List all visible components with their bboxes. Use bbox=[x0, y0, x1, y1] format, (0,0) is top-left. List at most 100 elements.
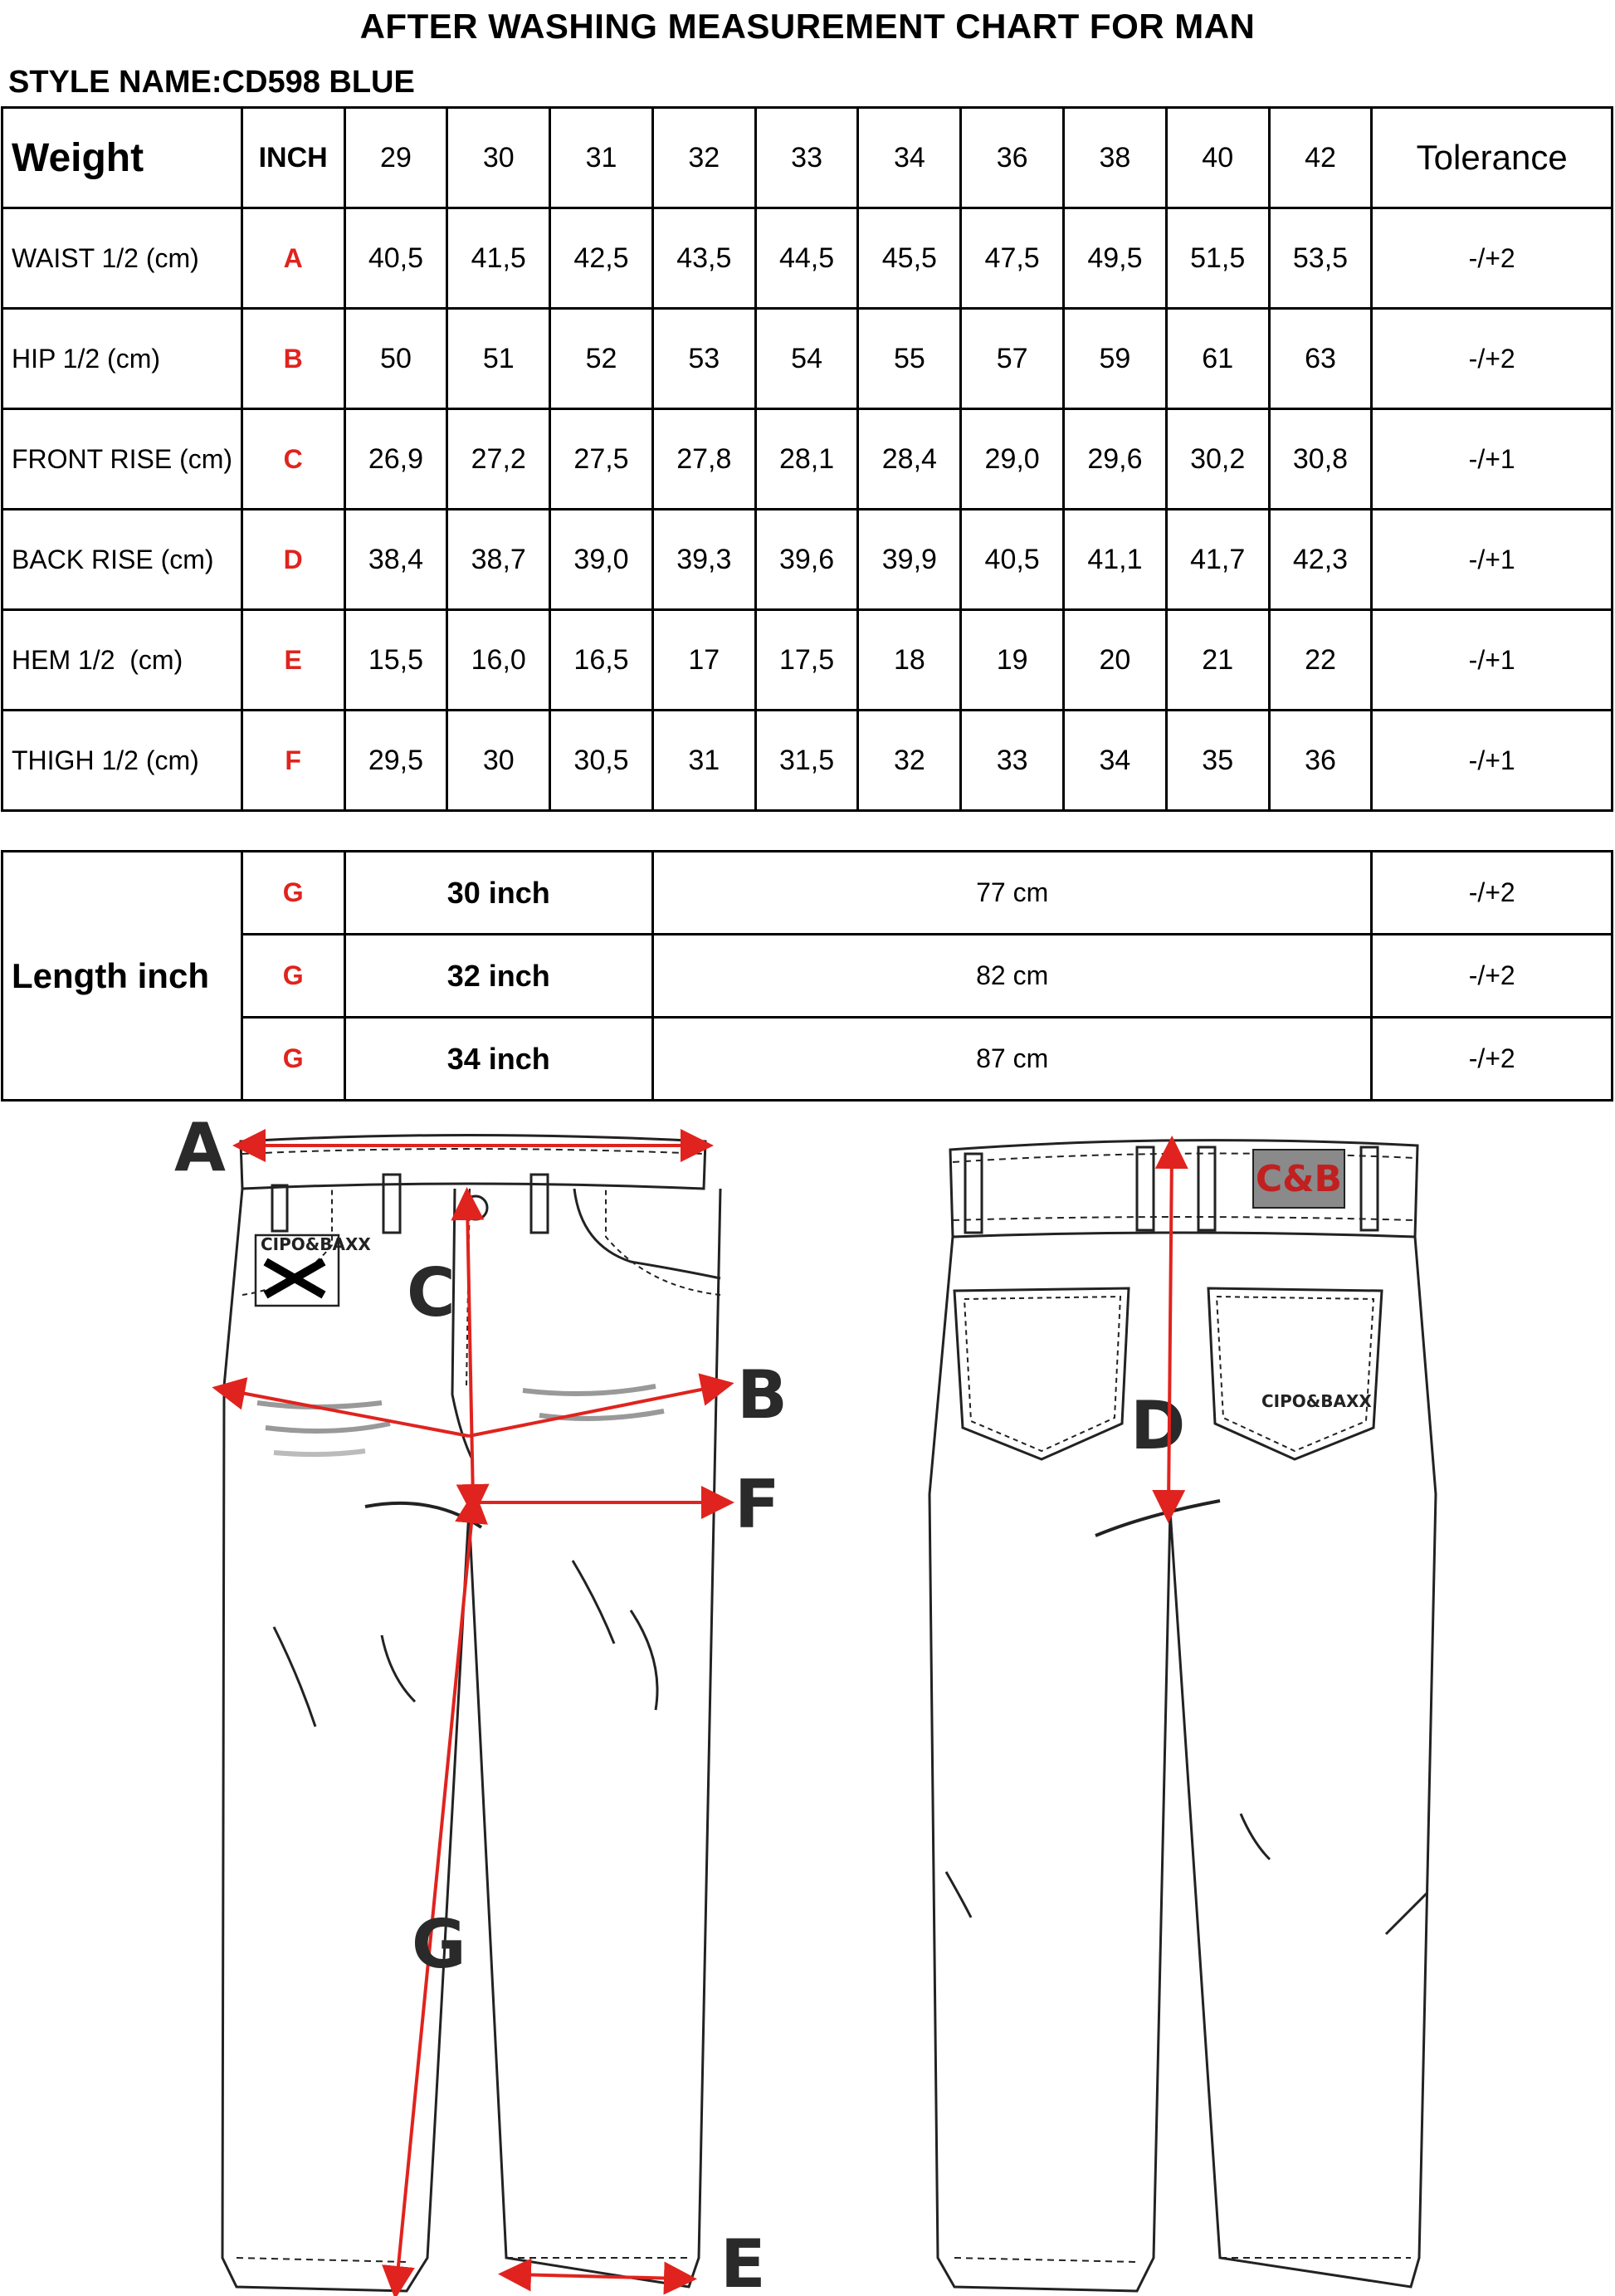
header-size: 40 bbox=[1164, 106, 1271, 209]
row-value: 41,7 bbox=[1164, 508, 1271, 611]
row-value: 30,8 bbox=[1267, 408, 1373, 510]
row-value: 16,5 bbox=[549, 608, 654, 711]
row-letter: D bbox=[240, 508, 346, 611]
row-tolerance: -/+1 bbox=[1370, 408, 1613, 510]
row-value: 15,5 bbox=[343, 608, 449, 711]
arrow-e bbox=[498, 2258, 697, 2295]
header-size: 42 bbox=[1267, 106, 1373, 209]
row-value: 39,0 bbox=[549, 508, 654, 611]
header-size: 30 bbox=[446, 106, 552, 209]
row-value: 31 bbox=[651, 709, 757, 812]
row-value: 51 bbox=[446, 307, 552, 410]
header-size: 33 bbox=[754, 106, 860, 209]
row-value: 27,5 bbox=[549, 408, 654, 510]
arrow-d bbox=[1152, 1136, 1188, 1523]
row-value: 42,5 bbox=[549, 207, 654, 310]
row-value: 43,5 bbox=[651, 207, 757, 310]
row-value: 50 bbox=[343, 307, 449, 410]
row-value: 28,1 bbox=[754, 408, 860, 510]
header-inch: INCH bbox=[240, 106, 346, 209]
row-value: 19 bbox=[959, 608, 1066, 711]
label-e: E bbox=[720, 2225, 766, 2296]
row-value: 38,4 bbox=[343, 508, 449, 611]
table-row: BACK RISE (cm) D 38,4 38,7 39,0 39,3 39,… bbox=[1, 508, 1613, 611]
row-value: 51,5 bbox=[1164, 207, 1271, 310]
table-row: G 34 inch 87 cm -/+2 bbox=[2, 1016, 1613, 1102]
row-value: 30,2 bbox=[1164, 408, 1271, 510]
label-g: G bbox=[412, 1906, 466, 1983]
row-value: 18 bbox=[856, 608, 963, 711]
length-inch: 32 inch bbox=[343, 933, 654, 1019]
row-letter: G bbox=[240, 850, 346, 935]
label-b: B bbox=[737, 1356, 788, 1434]
row-value: 29,6 bbox=[1062, 408, 1168, 510]
back-waistband bbox=[949, 1139, 1419, 1238]
table-row: THIGH 1/2 (cm) F 29,5 30 30,5 31 31,5 32… bbox=[1, 709, 1613, 812]
row-label: HEM 1/2 (cm) bbox=[1, 608, 243, 711]
row-letter: G bbox=[240, 933, 346, 1019]
row-value: 33 bbox=[959, 709, 1066, 812]
row-value: 27,8 bbox=[651, 408, 757, 510]
front-brand-patch-text: CIPO&BAXX bbox=[261, 1234, 371, 1254]
row-letter: B bbox=[240, 307, 346, 410]
row-label: BACK RISE (cm) bbox=[1, 508, 243, 611]
length-inch: 30 inch bbox=[343, 850, 654, 935]
back-silhouette bbox=[928, 1236, 1437, 2293]
row-value: 21 bbox=[1164, 608, 1271, 711]
table-row: G 32 inch 82 cm -/+2 bbox=[2, 933, 1613, 1019]
front-measurement-arrows bbox=[212, 1129, 734, 2296]
header-weight: Weight bbox=[1, 106, 243, 209]
label-f: F bbox=[734, 1466, 780, 1543]
row-value: 35 bbox=[1164, 709, 1271, 812]
row-value: 26,9 bbox=[343, 408, 449, 510]
style-name: STYLE NAME:CD598 BLUE bbox=[8, 65, 415, 100]
row-label: WAIST 1/2 (cm) bbox=[1, 207, 243, 310]
back-pocket-right bbox=[1207, 1287, 1383, 1461]
row-value: 41,5 bbox=[446, 207, 552, 310]
row-value: 49,5 bbox=[1062, 207, 1168, 310]
row-value: 40,5 bbox=[959, 508, 1066, 611]
row-value: 28,4 bbox=[856, 408, 963, 510]
header-tolerance: Tolerance bbox=[1370, 106, 1613, 209]
row-label: FRONT RISE (cm) bbox=[1, 408, 243, 510]
back-pocket-left bbox=[953, 1287, 1130, 1461]
row-value: 17,5 bbox=[754, 608, 860, 711]
row-label: THIGH 1/2 (cm) bbox=[1, 709, 243, 812]
row-tolerance: -/+1 bbox=[1370, 608, 1613, 711]
row-value: 53,5 bbox=[1267, 207, 1373, 310]
row-value: 39,6 bbox=[754, 508, 860, 611]
row-value: 39,9 bbox=[856, 508, 963, 611]
row-value: 39,3 bbox=[651, 508, 757, 611]
back-view bbox=[928, 1139, 1437, 2293]
arrow-g bbox=[382, 1490, 488, 2296]
row-value: 61 bbox=[1164, 307, 1271, 410]
length-cm: 77 cm bbox=[651, 850, 1373, 935]
length-inch: 34 inch bbox=[343, 1016, 654, 1102]
front-view bbox=[221, 1134, 722, 2293]
row-value: 40,5 bbox=[343, 207, 449, 310]
back-label-patch bbox=[1252, 1149, 1345, 1209]
back-label-text: C&B bbox=[1256, 1158, 1342, 1200]
table-row: WAIST 1/2 (cm) A 40,5 41,5 42,5 43,5 44,… bbox=[1, 207, 1613, 310]
front-waistband bbox=[239, 1134, 707, 1190]
label-a: A bbox=[174, 1109, 226, 1186]
row-letter: F bbox=[240, 709, 346, 812]
header-size: 38 bbox=[1062, 106, 1168, 209]
row-letter: C bbox=[240, 408, 346, 510]
row-value: 31,5 bbox=[754, 709, 860, 812]
row-value: 30 bbox=[446, 709, 552, 812]
table-row: FRONT RISE (cm) C 26,9 27,2 27,5 27,8 28… bbox=[1, 408, 1613, 510]
size-header-row: Weight INCH 29 30 31 32 33 34 36 38 40 4… bbox=[1, 106, 1613, 209]
row-value: 63 bbox=[1267, 307, 1373, 410]
header-size: 31 bbox=[549, 106, 654, 209]
header-size: 29 bbox=[343, 106, 449, 209]
length-table: Length inch G 30 inch 77 cm -/+2 G 32 in… bbox=[1, 850, 1613, 1102]
row-tolerance: -/+2 bbox=[1370, 207, 1613, 310]
row-value: 29,5 bbox=[343, 709, 449, 812]
row-value: 55 bbox=[856, 307, 963, 410]
table-row: HEM 1/2 (cm) E 15,5 16,0 16,5 17 17,5 18… bbox=[1, 608, 1613, 711]
row-tolerance: -/+1 bbox=[1370, 709, 1613, 812]
row-value: 20 bbox=[1062, 608, 1168, 711]
row-tolerance: -/+2 bbox=[1370, 1016, 1613, 1102]
row-value: 57 bbox=[959, 307, 1066, 410]
